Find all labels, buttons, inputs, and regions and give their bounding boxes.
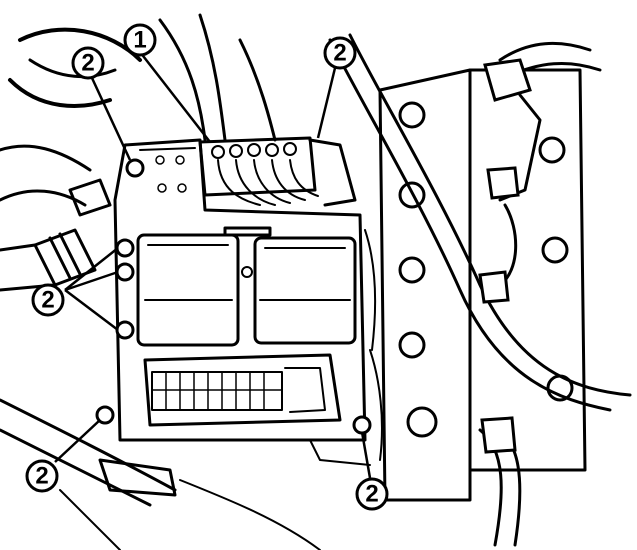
callout-2-top-left-label: 2 [81, 50, 94, 77]
callout-2-top-right-label: 2 [333, 40, 346, 67]
mounting-screw-top [125, 158, 145, 178]
callout-2-bottom-left: 2 [25, 459, 59, 493]
relay-left [136, 233, 240, 347]
callout-2-top-right: 2 [323, 36, 357, 70]
callout-2-left: 2 [31, 283, 65, 317]
callout-1: 1 [123, 23, 157, 57]
pipe-fittings [478, 58, 532, 454]
mounting-screw-bottom-right [352, 415, 372, 435]
multi-pin-connector [143, 353, 342, 427]
left-plug-connector [0, 178, 112, 292]
wiring-connector [198, 136, 357, 207]
mounting-screw-bottom-left [95, 405, 115, 425]
mounting-screws-left [115, 238, 135, 340]
callout-2-bottom-right-label: 2 [365, 481, 378, 508]
callout-1-label: 1 [133, 27, 146, 54]
callout-2-bottom-right: 2 [355, 477, 389, 511]
callout-2-top-left: 2 [71, 46, 105, 80]
lower-wire-harness [0, 229, 383, 550]
leader-lines [54, 51, 372, 479]
hose-top-left [0, 13, 227, 207]
relay-right [241, 236, 357, 345]
callout-2-left-label: 2 [41, 287, 54, 314]
callout-2-bottom-left-label: 2 [35, 463, 48, 490]
